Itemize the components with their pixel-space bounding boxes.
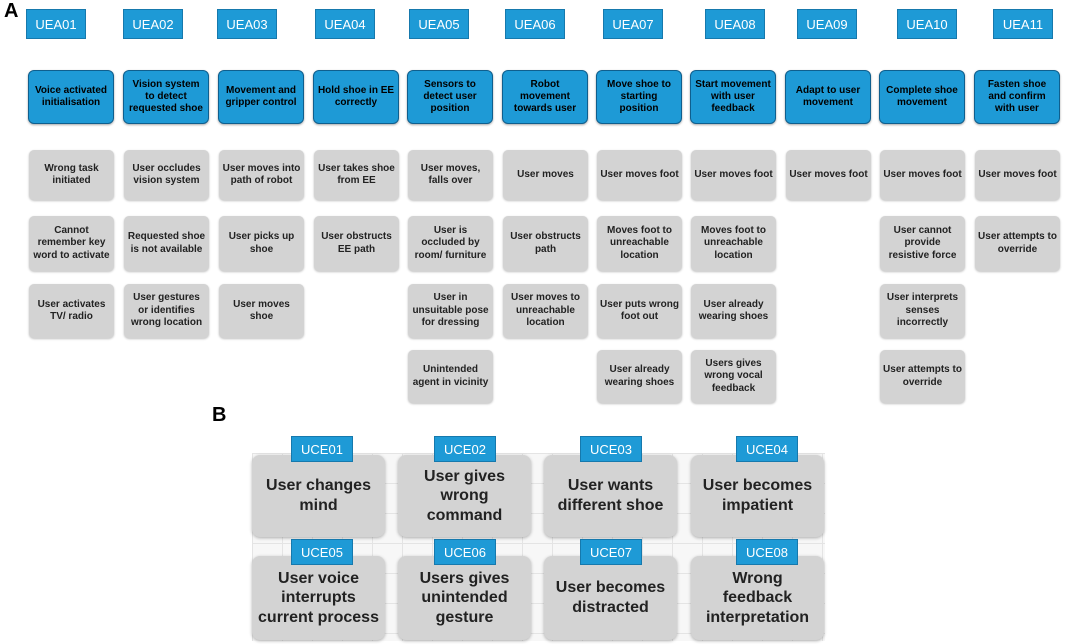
uea-error-box: Moves foot to unreachable location xyxy=(597,216,682,271)
uea-error-box: User puts wrong foot out xyxy=(597,284,682,338)
uce-id-tag: UCE05 xyxy=(291,539,353,565)
uea-error-box: User moves into path of robot xyxy=(219,150,304,200)
uce-box: User becomes distracted xyxy=(544,556,677,640)
uea-error-box: User already wearing shoes xyxy=(691,284,776,338)
uea-error-box: User moves foot xyxy=(880,150,965,200)
uea-error-box: User moves foot xyxy=(597,150,682,200)
uea-error-box: User moves xyxy=(503,150,588,200)
uea-step-box: Move shoe to starting position xyxy=(596,70,682,124)
uea-error-box: Moves foot to unreachable location xyxy=(691,216,776,271)
uea-error-box: User moves shoe xyxy=(219,284,304,338)
uea-step-box: Hold shoe in EE correctly xyxy=(313,70,399,124)
uce-id-tag: UCE02 xyxy=(434,436,496,462)
uea-error-box: User in unsuitable pose for dressing xyxy=(408,284,493,338)
uce-box: User becomes impatient xyxy=(691,455,824,537)
uea-id-tag: UEA01 xyxy=(26,9,86,39)
uea-error-box: User already wearing shoes xyxy=(597,350,682,403)
uea-error-box: User attempts to override xyxy=(975,216,1060,271)
uea-id-tag: UEA04 xyxy=(315,9,375,39)
uea-id-tag: UEA10 xyxy=(897,9,957,39)
uea-error-box: User cannot provide resistive force xyxy=(880,216,965,271)
uea-error-box: User occludes vision system xyxy=(124,150,209,200)
uea-step-box: Vision system to detect requested shoe xyxy=(123,70,209,124)
uea-step-box: Movement and gripper control xyxy=(218,70,304,124)
uce-id-tag: UCE06 xyxy=(434,539,496,565)
uea-error-box: User obstructs EE path xyxy=(314,216,399,271)
uea-id-tag: UEA02 xyxy=(123,9,183,39)
uea-step-box: Fasten shoe and confirm with user xyxy=(974,70,1060,124)
uce-box: User voice interrupts current process xyxy=(252,556,385,640)
uea-error-box: User moves to unreachable location xyxy=(503,284,588,338)
uea-step-box: Adapt to user movement xyxy=(785,70,871,124)
uea-error-box: User activates TV/ radio xyxy=(29,284,114,338)
uea-step-box: Start movement with user feedback xyxy=(690,70,776,124)
uea-error-box: Cannot remember key word to activate xyxy=(29,216,114,271)
uea-id-tag: UEA07 xyxy=(603,9,663,39)
uea-error-box: User gestures or identifies wrong locati… xyxy=(124,284,209,338)
uea-id-tag: UEA09 xyxy=(797,9,857,39)
uea-error-box: Unintended agent in vicinity xyxy=(408,350,493,403)
uea-error-box: User picks up shoe xyxy=(219,216,304,271)
uce-id-tag: UCE07 xyxy=(580,539,642,565)
uce-id-tag: UCE03 xyxy=(580,436,642,462)
uea-error-box: User moves foot xyxy=(786,150,871,200)
uea-step-box: Robot movement towards user xyxy=(502,70,588,124)
uce-box: User gives wrong command xyxy=(398,455,531,537)
uea-id-tag: UEA05 xyxy=(409,9,469,39)
uce-box: Users gives unintended gesture xyxy=(398,556,531,640)
uea-error-box: Requested shoe is not available xyxy=(124,216,209,271)
uea-id-tag: UEA08 xyxy=(705,9,765,39)
uea-error-box: User is occluded by room/ furniture xyxy=(408,216,493,271)
uea-error-box: User takes shoe from EE xyxy=(314,150,399,200)
uea-step-box: Voice activated initialisation xyxy=(28,70,114,124)
uea-error-box: User moves foot xyxy=(975,150,1060,200)
uea-step-box: Sensors to detect user position xyxy=(407,70,493,124)
uea-error-box: Wrong task initiated xyxy=(29,150,114,200)
uce-box: Wrong feedback interpretation xyxy=(691,556,824,640)
uea-error-box: User moves foot xyxy=(691,150,776,200)
uea-id-tag: UEA11 xyxy=(993,9,1053,39)
uea-error-box: User interprets senses incorrectly xyxy=(880,284,965,338)
uea-error-box: Users gives wrong vocal feedback xyxy=(691,350,776,403)
uce-id-tag: UCE04 xyxy=(736,436,798,462)
uea-error-box: User moves, falls over xyxy=(408,150,493,200)
uce-id-tag: UCE08 xyxy=(736,539,798,565)
panel-b-label: B xyxy=(212,404,227,426)
uea-error-box: User obstructs path xyxy=(503,216,588,271)
uea-step-box: Complete shoe movement xyxy=(879,70,965,124)
uce-box: User changes mind xyxy=(252,455,385,537)
uce-box: User wants different shoe xyxy=(544,455,677,537)
uea-error-box: User attempts to override xyxy=(880,350,965,403)
uce-id-tag: UCE01 xyxy=(291,436,353,462)
panel-a-label: A xyxy=(4,0,19,22)
uea-id-tag: UEA06 xyxy=(505,9,565,39)
uea-id-tag: UEA03 xyxy=(217,9,277,39)
